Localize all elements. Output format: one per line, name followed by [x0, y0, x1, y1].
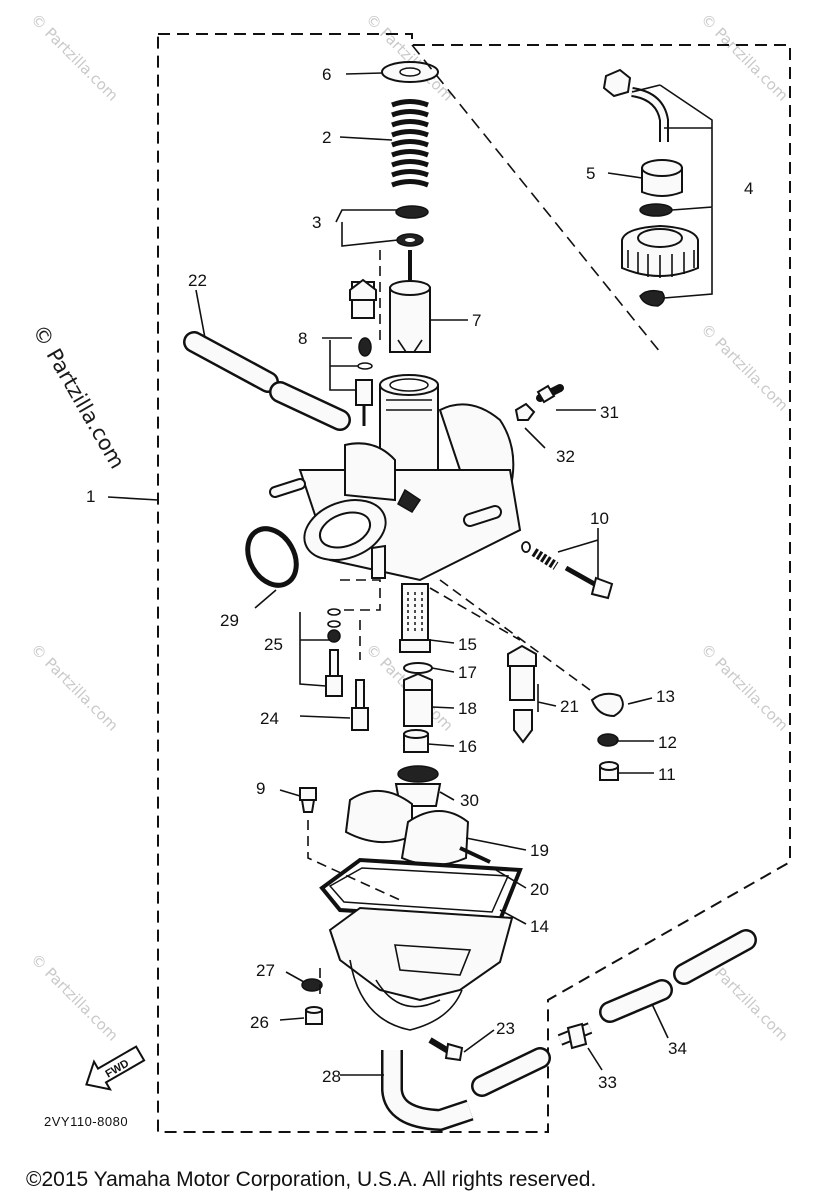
part-25-pilot-jet-set [325, 608, 343, 697]
leader-1 [107, 496, 159, 501]
callout-4: 4 [744, 179, 753, 198]
part-3-clip-set [395, 205, 429, 247]
callout-33: 33 [598, 1073, 617, 1092]
watermark: © Partzilla.com [27, 950, 122, 1045]
callout-27: 27 [256, 961, 275, 980]
callout-22: 22 [188, 271, 207, 290]
callout-30: 30 [460, 791, 479, 810]
watermark: © Partzilla.com [27, 10, 122, 105]
callout-10: 10 [590, 509, 609, 528]
part-28-hose [381, 1047, 551, 1132]
callout-23: 23 [496, 1019, 515, 1038]
callout-14: 14 [530, 917, 549, 936]
watermark: © Partzilla.com [697, 320, 792, 415]
part-12-washer [597, 733, 619, 747]
callout-18: 18 [458, 699, 477, 718]
part-24-starter-jet [351, 679, 369, 731]
fwd-arrow-icon: FWD [85, 1045, 146, 1091]
part-13-clip [590, 692, 624, 718]
callout-12: 12 [658, 733, 677, 752]
callout-16: 16 [458, 737, 477, 756]
part-7-throttle-valve [389, 250, 431, 353]
part-19-float [344, 789, 470, 866]
part-2-spring [391, 99, 429, 188]
part-17-o-ring [403, 662, 433, 674]
callout-20: 20 [530, 880, 549, 899]
part-33-fitting [557, 1022, 593, 1050]
part-10-pilot-screw-set [521, 541, 614, 600]
callout-1: 1 [86, 487, 95, 506]
part-15-main-nozzle [399, 583, 431, 653]
callout-8: 8 [298, 329, 307, 348]
part-11-screw [599, 761, 619, 781]
part-29-o-ring [245, 526, 299, 588]
callout-2: 2 [322, 128, 331, 147]
part-18-holder [403, 672, 433, 727]
part-6-washer [381, 61, 439, 83]
dash-cap-link [411, 44, 661, 353]
watermark-left: © Partzilla.com [28, 321, 130, 473]
copyright-notice: ©2015 Yamaha Motor Corporation, U.S.A. A… [26, 1168, 596, 1191]
part-21-needle-valve [507, 644, 537, 744]
callout-9: 9 [256, 779, 265, 798]
part-4-cap-assembly [602, 68, 699, 307]
callout-11: 11 [658, 765, 676, 784]
leader-lines [195, 72, 713, 1076]
part-27-washer [301, 978, 323, 992]
part-8-jet-set [349, 278, 377, 426]
part-9-screw [299, 787, 317, 813]
callout-5: 5 [586, 164, 595, 183]
callout-17: 17 [458, 663, 477, 682]
assembly-dash-lines [307, 250, 591, 995]
callouts: 1 2 3 4 5 6 7 8 9 10 11 12 13 14 15 16 1… [86, 65, 753, 1092]
part-23-drain-screw [428, 1037, 464, 1062]
callout-29: 29 [220, 611, 239, 630]
diagram-part-code: 2VY110-8080 [44, 1114, 128, 1129]
part-31-screw [536, 384, 564, 404]
callout-13: 13 [656, 687, 675, 706]
part-26-plug [305, 1006, 323, 1025]
callout-31: 31 [600, 403, 619, 422]
callout-25: 25 [264, 635, 283, 654]
callout-21: 21 [560, 697, 579, 716]
callout-28: 28 [322, 1067, 341, 1086]
callout-26: 26 [250, 1013, 269, 1032]
callout-24: 24 [260, 709, 279, 728]
part-34-hose [599, 929, 757, 1023]
callout-32: 32 [556, 447, 575, 466]
part-22-tube [183, 331, 351, 431]
callout-34: 34 [668, 1039, 687, 1058]
callout-3: 3 [312, 213, 321, 232]
float-bowl [328, 906, 514, 1031]
callout-6: 6 [322, 65, 331, 84]
watermark: © Partzilla.com [27, 640, 122, 735]
callout-7: 7 [472, 311, 481, 330]
watermark: © Partzilla.com [697, 10, 792, 105]
part-20-pin [459, 846, 491, 864]
part-1-carburetor-body [269, 374, 522, 582]
watermark: © Partzilla.com [697, 640, 792, 735]
assembly-boundary [157, 33, 791, 1133]
callout-15: 15 [458, 635, 477, 654]
part-14-gasket [319, 857, 523, 923]
callout-19: 19 [530, 841, 549, 860]
watermark: © Partzilla.com [362, 10, 457, 105]
part-32-nut [514, 402, 536, 421]
part-16-main-jet [403, 729, 429, 753]
